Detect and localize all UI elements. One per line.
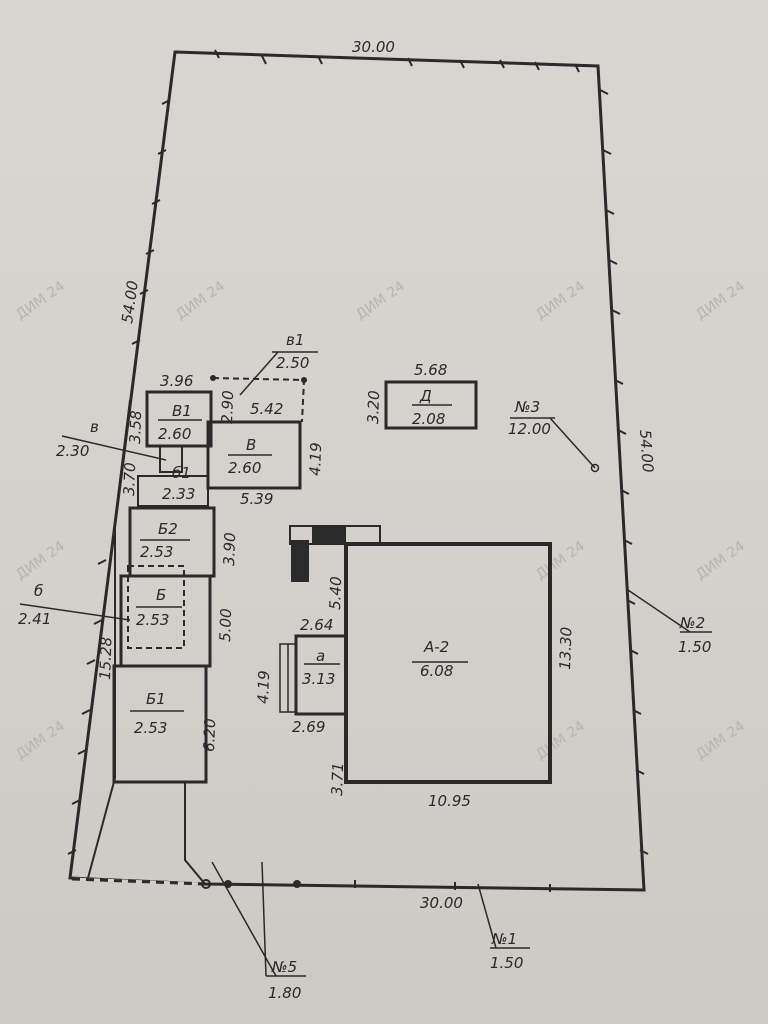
building-b1-height: 2.53 [134,719,167,737]
watermark: ДИМ 24 [13,278,68,323]
building-b-outer-height: 2.41 [18,610,51,628]
building-a-depth: 4.19 [254,670,273,704]
top-length-label: 30.00 [352,38,395,56]
building-b1 [112,664,208,784]
boundary-dashed-segment [71,877,206,886]
point-5-value: 1.80 [268,984,301,1002]
right-length-label: 54.00 [636,429,657,473]
building-b2-name: Б2 [158,520,178,538]
plot-boundary [68,50,646,892]
bottom-length-label: 30.00 [420,894,463,912]
building-v-width: 5.42 [250,400,283,418]
building-b-name: Б [156,586,166,604]
inner-fence [184,782,206,885]
building-d-depth: 3.20 [364,390,383,424]
point-3-marker [590,463,600,473]
building-b1-depth: 6.20 [200,718,219,752]
watermark: ДИМ 24 [693,278,748,323]
building-v-small-height: 2.30 [56,442,89,460]
watermark: ДИМ 24 [693,718,748,763]
fence-ticks [67,49,649,892]
leader-line [211,861,277,977]
leader-line [549,417,596,469]
building-a-width-bottom: 2.69 [292,718,325,736]
point-1-number: №1 [491,930,517,948]
left-lower-length-label: 15.28 [96,637,115,681]
watermark: ДИМ 24 [533,278,588,323]
building-v1-name: В1 [172,402,192,420]
point-marker [201,879,211,889]
building-b1-small [137,475,209,507]
left-length-label: 54.00 [118,280,142,325]
building-v [206,420,302,490]
watermark: ДИМ 24 [693,538,748,583]
leader-line [477,883,497,949]
point-1-value: 1.50 [490,954,523,972]
building-v-name: В [246,436,256,454]
leader-line [239,351,279,396]
building-v1-outer-depth: 2.90 [218,390,237,424]
leader-line [261,861,267,977]
building-a2-width: 10.95 [428,792,471,810]
building-d [384,380,478,430]
watermark: ДИМ 24 [13,718,68,763]
building-a2-name: А-2 [423,638,449,656]
building-a-name: а [316,647,325,665]
building-b1-small-name: б1 [172,464,191,482]
leader-line [627,589,691,633]
porch-steps [279,643,296,713]
building-v-small-name: в [90,418,99,436]
chimney-fill [312,526,346,544]
watermark: ДИМ 24 [13,538,68,583]
building-b1-small-height: 2.33 [162,485,195,503]
building-a2-depth-lower: 3.71 [328,762,347,796]
building-b-outer-dashed [127,565,185,649]
point-2-value: 1.50 [678,638,711,656]
leader-line [19,603,131,621]
building-v1-outer-height: 2.50 [276,354,309,372]
building-d-width: 5.68 [414,361,447,379]
chimney-fill [291,540,309,582]
building-d-name: Д [419,387,432,405]
building-v1-depth: 3.58 [126,410,145,444]
building-v1-height: 2.60 [158,425,191,443]
building-b-depth: 5.00 [216,608,235,642]
building-a2-height: 6.08 [420,662,453,680]
building-a2-depth-upper: 5.40 [326,576,345,610]
watermark: ДИМ 24 [353,278,408,323]
building-a-width: 2.64 [300,616,333,634]
leader-line [61,435,167,461]
building-v-depth: 4.19 [306,442,325,476]
building-v-height: 2.60 [228,459,261,477]
watermark: ДИМ 24 [533,718,588,763]
point-2-number: №2 [679,614,705,632]
building-b2-height: 2.53 [140,543,173,561]
corner-point [210,375,216,381]
building-b-height: 2.53 [136,611,169,629]
corner-point [301,377,307,383]
inner-fence [87,399,131,879]
building-a2-depth: 13.30 [556,627,575,671]
building-v1-width: 3.96 [160,372,193,390]
building-b1-name: Б1 [146,690,166,708]
building-a-height: 3.13 [302,670,335,688]
building-v-width-bottom: 5.39 [240,490,273,508]
building-b2-depth: 3.90 [220,532,239,566]
building-v1-outer-name: в1 [286,331,304,349]
building-d-height: 2.08 [412,410,445,428]
point-marker [293,880,301,888]
point-3-number: №3 [514,398,540,416]
point-3-value: 12.00 [508,420,551,438]
watermark: ДИМ 24 [173,278,228,323]
point-5-number: №5 [271,958,297,976]
building-v-small-depth: 3.70 [120,462,139,496]
building-b-outer-name: б [34,582,43,600]
watermarks: ДИМ 24 ДИМ 24 ДИМ 24 ДИМ 24 ДИМ 24 ДИМ 2… [13,278,748,763]
building-a [294,634,348,716]
